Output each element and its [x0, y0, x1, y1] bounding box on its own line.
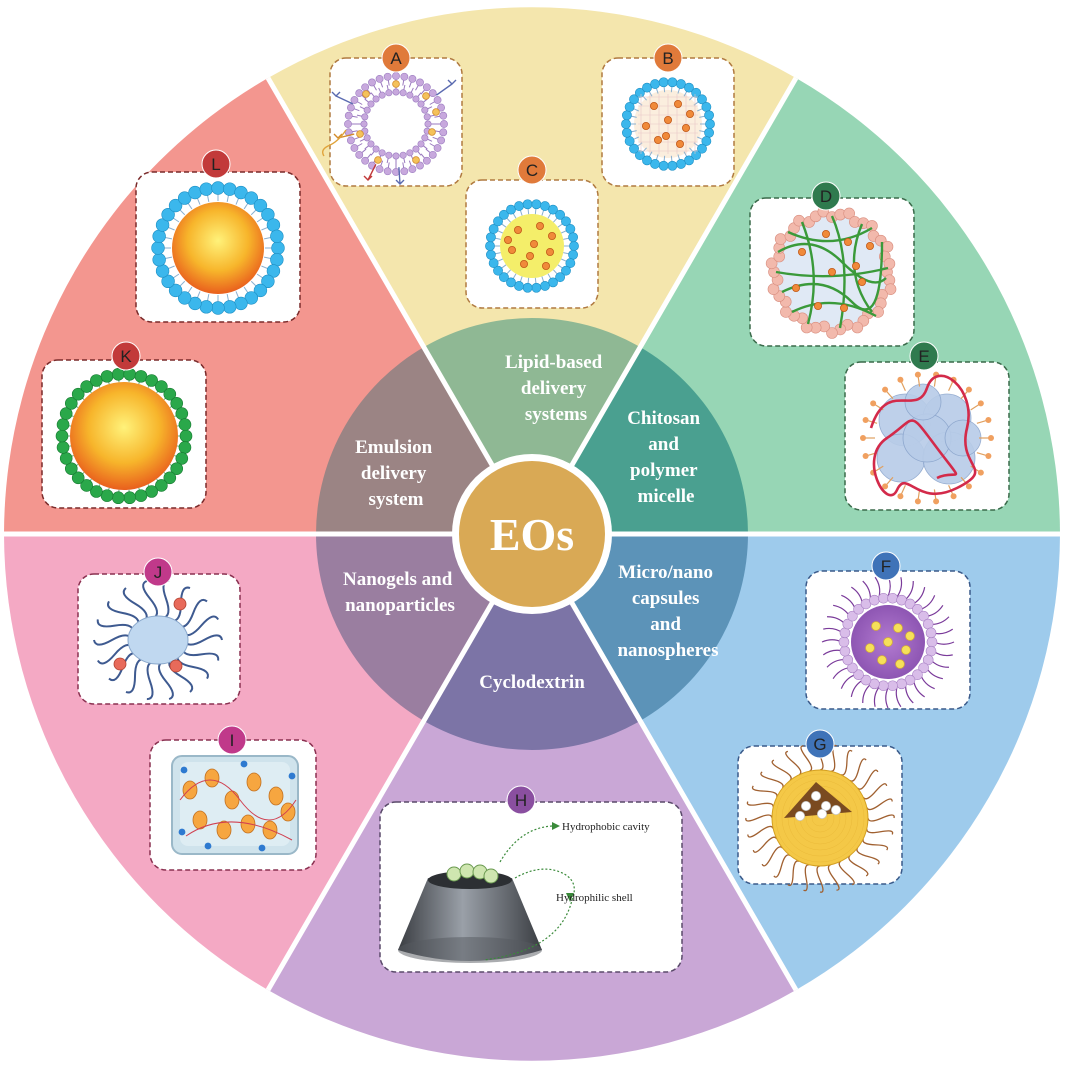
badge-f: F — [871, 551, 901, 581]
svg-text:D: D — [820, 187, 832, 206]
nanocapsule-illustration — [745, 743, 895, 893]
panel-b-lipid-nanoparticle — [601, 57, 735, 187]
panel-k-emulsion — [41, 359, 207, 509]
panel-f-nanosphere — [805, 570, 971, 710]
panel-e-polymer-micelle — [844, 361, 1010, 511]
panel-c-lipid-carrier — [465, 179, 599, 309]
badge-l: L — [201, 149, 231, 179]
svg-text:K: K — [120, 347, 132, 366]
chitosan-network-illustration — [765, 205, 897, 339]
panel-l-nanoemulsion — [135, 171, 301, 323]
panel-i-nanogel — [149, 739, 317, 871]
label-lipid: Lipid-based delivery systems — [505, 352, 607, 425]
badge-a: A — [381, 43, 411, 73]
label-nanogel: Nanogels and nanoparticles — [343, 569, 457, 616]
svg-text:E: E — [918, 347, 929, 366]
polymer-micelle-illustration — [860, 371, 994, 505]
center-label: EOs — [490, 509, 574, 560]
label-chitosan: Chitosan and polymer micelle — [627, 408, 705, 507]
svg-text:G: G — [813, 735, 826, 754]
svg-text:L: L — [211, 155, 220, 174]
badge-g: G — [805, 729, 835, 759]
panel-a-liposome — [321, 57, 463, 187]
nanosphere-illustration — [821, 575, 955, 709]
svg-text:H: H — [515, 791, 527, 810]
label-micro: Micro/nano capsules and nanospheres — [617, 562, 718, 661]
nanogel-particles — [178, 760, 297, 852]
nanoemulsion-droplet-illustration — [151, 181, 285, 315]
liposome-illustration — [321, 72, 457, 185]
segment-lipid-inner — [424, 318, 640, 534]
segment-cyclo-inner — [424, 534, 640, 750]
label-cyclo: Cyclodextrin — [479, 672, 585, 693]
center-node: EOs — [452, 454, 612, 614]
lipid-carrier-illustration — [485, 199, 579, 293]
badge-e: E — [909, 341, 939, 371]
lipid-nanoparticle-illustration — [621, 77, 715, 171]
center-circle — [459, 461, 605, 607]
svg-text:I: I — [230, 731, 235, 750]
svg-text:A: A — [390, 49, 402, 68]
svg-text:J: J — [154, 563, 163, 582]
badge-c: C — [517, 155, 547, 185]
panel-j-nanoparticle — [77, 573, 241, 705]
badge-j: J — [143, 557, 173, 587]
svg-text:F: F — [881, 557, 891, 576]
svg-text:C: C — [526, 161, 538, 180]
badge-i: I — [217, 725, 247, 755]
panel-g-nanocapsule — [737, 743, 903, 893]
badge-h: H — [506, 785, 536, 815]
badge-b: B — [653, 43, 683, 73]
badge-d: D — [811, 181, 841, 211]
svg-text:B: B — [662, 49, 673, 68]
annotation-hydrophilic-shell: Hydrophilic shell — [556, 892, 633, 904]
annotation-hydrophobic-cavity: Hydrophobic cavity — [562, 821, 650, 833]
panel-d-chitosan — [749, 197, 915, 347]
nanoparticle-illustration — [93, 579, 223, 701]
emulsion-droplet-illustration — [55, 367, 193, 505]
panel-badges: A B C D E F G H I J K L — [111, 43, 939, 815]
segment-labels: Lipid-based delivery systems Chitosan an… — [343, 352, 719, 693]
panel-h-cyclodextrin: Hydrophobic cavity Hydrophilic shell — [379, 801, 683, 973]
guest-molecules — [446, 863, 499, 884]
label-emulsion: Emulsion delivery system — [355, 437, 437, 510]
badge-k: K — [111, 341, 141, 371]
